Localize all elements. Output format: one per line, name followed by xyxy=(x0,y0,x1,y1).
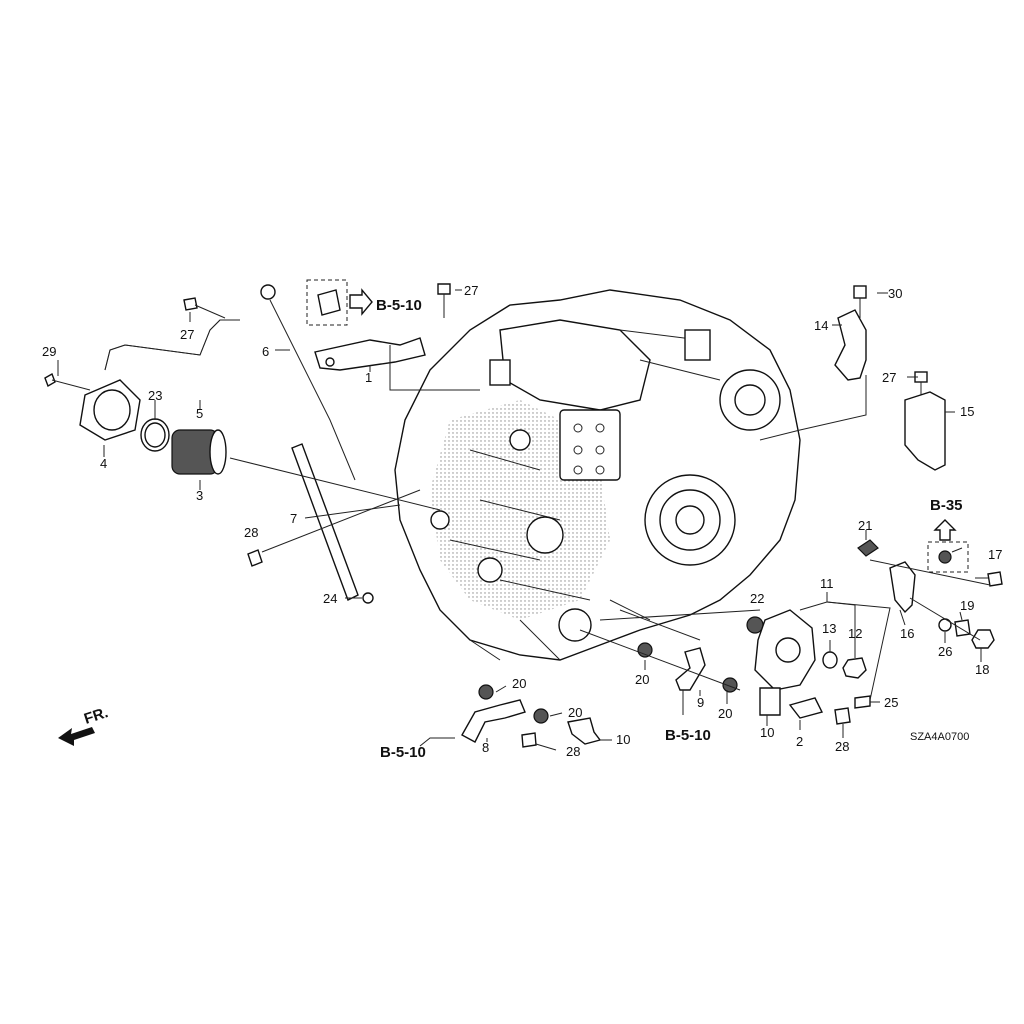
bolt-10-right xyxy=(759,687,781,716)
washer-20-d xyxy=(722,677,738,693)
clip-21 xyxy=(857,539,879,557)
wire-harness-bracket xyxy=(314,337,426,371)
nut-18 xyxy=(971,629,995,649)
callout-28-right: 28 xyxy=(835,739,849,754)
callout-8: 8 xyxy=(482,740,489,755)
ref-b510-bottom-left: B-5-10 xyxy=(380,744,426,761)
callout-28-bottom: 28 xyxy=(566,744,580,759)
bolt-25 xyxy=(854,695,871,709)
washer-20-c xyxy=(533,708,549,724)
callout-17: 17 xyxy=(988,547,1002,562)
bracket-15 xyxy=(904,391,946,471)
callout-9: 9 xyxy=(697,695,704,710)
bolt-10-bottom xyxy=(567,717,602,745)
callout-15: 15 xyxy=(960,404,974,419)
bolt-28-bottom xyxy=(521,732,537,748)
callout-20-a: 20 xyxy=(512,676,526,691)
ref-b510-bottom-right: B-5-10 xyxy=(665,727,711,744)
ref-b35: B-35 xyxy=(930,497,963,514)
callout-27-top: 27 xyxy=(464,283,478,298)
front-label: FR. xyxy=(82,704,110,728)
callout-14: 14 xyxy=(814,318,828,333)
callout-20-c: 20 xyxy=(635,672,649,687)
callout-27-left: 27 xyxy=(180,327,194,342)
callout-19: 19 xyxy=(960,598,974,613)
position-sensor xyxy=(754,609,816,691)
bolt-28-left xyxy=(247,549,263,567)
diagram-code: SZA4A0700 xyxy=(910,731,969,743)
callout-24: 24 xyxy=(323,591,337,606)
atf-filter xyxy=(171,429,227,475)
callout-11: 11 xyxy=(820,576,834,591)
callout-20-b: 20 xyxy=(568,705,582,720)
transmission-housing xyxy=(394,289,801,661)
b35-reference-box xyxy=(927,519,969,573)
callout-30: 30 xyxy=(888,286,902,301)
washer-26 xyxy=(938,618,952,632)
bracket-16 xyxy=(889,561,916,614)
callout-6: 6 xyxy=(262,344,269,359)
dipstick xyxy=(260,284,356,481)
callout-2: 2 xyxy=(796,734,803,749)
callout-16: 16 xyxy=(900,626,914,641)
callout-3: 3 xyxy=(196,488,203,503)
callout-26: 26 xyxy=(938,644,952,659)
callout-25: 25 xyxy=(884,695,898,710)
callout-4: 4 xyxy=(100,456,107,471)
washer-13 xyxy=(822,651,838,669)
callout-27-right: 27 xyxy=(882,370,896,385)
bolt-30 xyxy=(853,285,867,318)
bolt-28-right xyxy=(834,707,851,725)
callout-12: 12 xyxy=(848,626,862,641)
bracket-2 xyxy=(788,697,824,719)
dipstick-pipe xyxy=(291,443,359,601)
bolt-17 xyxy=(987,571,1003,587)
joint-pipe-8 xyxy=(461,699,526,743)
atf-cooler-pipe xyxy=(104,319,240,371)
callout-22: 22 xyxy=(750,591,764,606)
callout-13: 13 xyxy=(822,621,836,636)
callout-21: 21 xyxy=(858,518,872,533)
bolt-27-upper-left xyxy=(183,297,226,319)
o-ring xyxy=(140,418,170,452)
bolt-19 xyxy=(954,619,971,637)
nut-12 xyxy=(842,657,867,679)
ref-b510-top: B-5-10 xyxy=(376,297,422,314)
callout-7: 7 xyxy=(290,511,297,526)
bolt-24 xyxy=(362,592,374,604)
bolt-27-top xyxy=(437,283,451,318)
callout-20-d: 20 xyxy=(718,706,732,721)
callout-5: 5 xyxy=(196,406,203,421)
filter-cover xyxy=(79,379,141,441)
front-direction-arrow: FR. xyxy=(58,704,110,746)
leader-lines xyxy=(57,289,991,751)
callout-28-left: 28 xyxy=(244,525,258,540)
clip-reference-box xyxy=(306,279,373,326)
callout-10-bottom: 10 xyxy=(616,732,630,747)
callout-10-right: 10 xyxy=(760,725,774,740)
callout-29: 29 xyxy=(42,344,56,359)
bracket-14 xyxy=(834,309,867,381)
callout-23: 23 xyxy=(148,388,162,403)
callout-1: 1 xyxy=(365,370,372,385)
callout-18: 18 xyxy=(975,662,989,677)
washer-20-b xyxy=(478,684,494,700)
bolt-29 xyxy=(44,372,91,391)
